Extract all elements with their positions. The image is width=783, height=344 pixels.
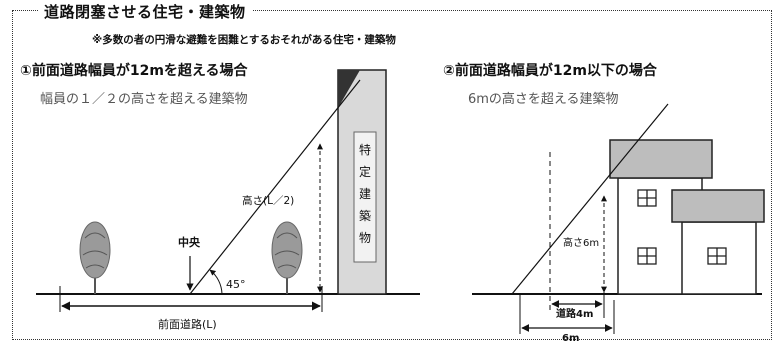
case2-slope-line bbox=[511, 103, 669, 295]
case1-heading: ①前面道路幅員が12mを超える場合 bbox=[20, 63, 248, 79]
building-label: 特 定 建 築 物 bbox=[359, 142, 371, 245]
window-icon bbox=[637, 189, 657, 265]
case1-diagram: 特 定 建 築 物 45° 中央 高さ(L／2) 前面道路(L) bbox=[36, 69, 420, 331]
case1-tree-left bbox=[79, 221, 111, 294]
center-label: 中央 bbox=[178, 235, 201, 249]
road4-label: 道路4m bbox=[556, 307, 593, 320]
building-corner-mark bbox=[338, 70, 360, 108]
case1-slope-line bbox=[189, 79, 361, 295]
diagram-frame bbox=[12, 10, 772, 340]
window-icon bbox=[707, 247, 727, 265]
case1-tree-right bbox=[271, 221, 303, 294]
diagram-note: ※多数の者の円滑な避難を困難とするおそれがある住宅・建築物 bbox=[92, 34, 396, 46]
case2-heading: ②前面道路幅員が12m以下の場合 bbox=[443, 63, 657, 79]
case2-height-label: 高さ6m bbox=[563, 236, 599, 249]
svg-text:物: 物 bbox=[359, 231, 371, 245]
case2-subheading: 6mの高さを超える建築物 bbox=[468, 92, 619, 107]
svg-text:特: 特 bbox=[359, 142, 371, 157]
svg-text:定: 定 bbox=[359, 164, 371, 179]
case1-subheading: 幅員の１／２の高さを超える建築物 bbox=[40, 92, 248, 107]
diagram-title: 道路閉塞させる住宅・建築物 bbox=[38, 1, 252, 22]
angle-arc bbox=[209, 269, 223, 295]
svg-text:建: 建 bbox=[359, 187, 371, 201]
road-label: 前面道路(L) bbox=[158, 317, 217, 331]
width6-label: 6m bbox=[562, 333, 579, 344]
case2-diagram: 高さ6m 道路4m 6m bbox=[472, 103, 765, 344]
svg-text:築: 築 bbox=[359, 208, 371, 223]
house-low bbox=[671, 189, 765, 295]
case1-height-label: 高さ(L／2) bbox=[242, 194, 294, 207]
building-label-box bbox=[353, 131, 377, 263]
angle-label: 45° bbox=[226, 278, 246, 291]
